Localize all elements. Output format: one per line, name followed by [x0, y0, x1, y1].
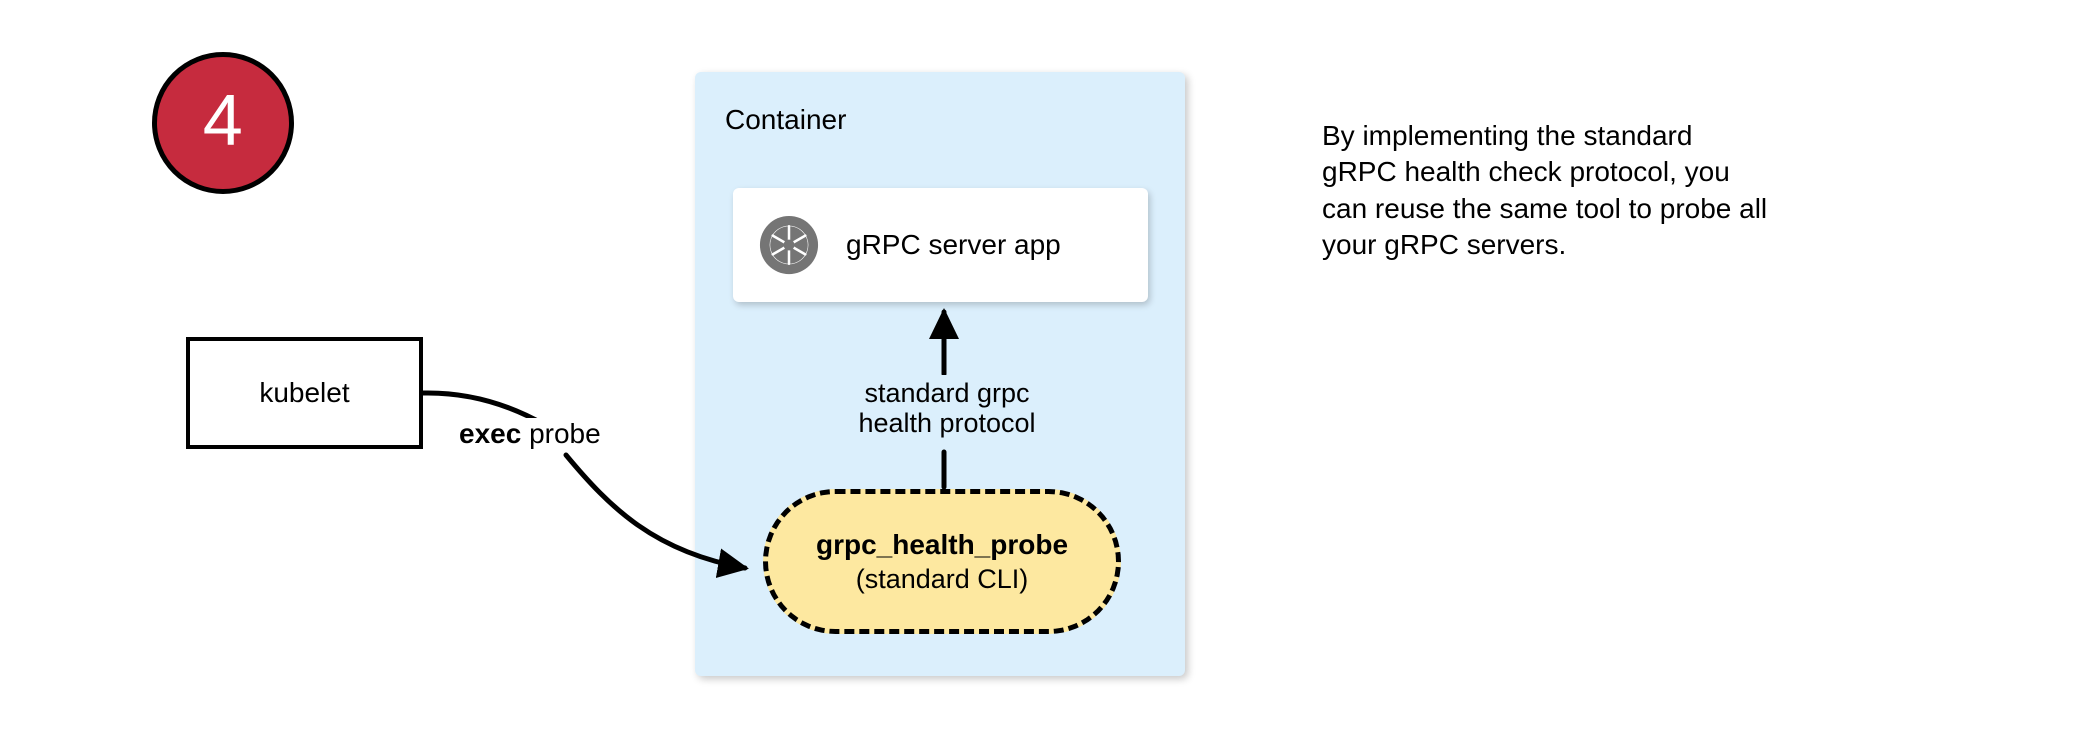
edge-label-health-protocol-line2: health protocol	[858, 408, 1036, 439]
edge-label-exec-bold: exec	[459, 418, 522, 449]
note-line-2: gRPC health check protocol, you	[1322, 156, 1730, 188]
grpc-logo-icon	[758, 214, 820, 276]
grpc-health-probe-title: grpc_health_probe	[815, 528, 1069, 560]
explanatory-note: By implementing the standard gRPC health…	[1322, 118, 1892, 264]
kubelet-label: kubelet	[259, 377, 350, 408]
edge-label-health-protocol: standard grpc health protocol	[832, 375, 1062, 442]
edge-label-exec-rest: probe	[521, 418, 601, 449]
grpc-server-app-label: gRPC server app	[846, 229, 1061, 260]
grpc-health-probe-node: grpc_health_probe (standard CLI)	[763, 489, 1121, 634]
kubelet-box: kubelet	[186, 337, 423, 449]
note-line-3: can reuse the same tool to probe all	[1322, 192, 1768, 224]
edge-label-exec-probe: exec probe	[455, 418, 605, 450]
grpc-health-probe-subtitle: (standard CLI)	[855, 564, 1029, 595]
note-line-1: By implementing the standard	[1322, 120, 1693, 151]
edge-label-health-protocol-line1: standard grpc	[864, 378, 1030, 408]
container-label: Container	[725, 104, 847, 135]
note-line-4: your gRPC servers.	[1322, 229, 1567, 261]
step-number-badge: 4	[152, 52, 294, 194]
grpc-server-app-card: gRPC server app	[733, 188, 1148, 302]
step-number-label: 4	[202, 81, 244, 161]
